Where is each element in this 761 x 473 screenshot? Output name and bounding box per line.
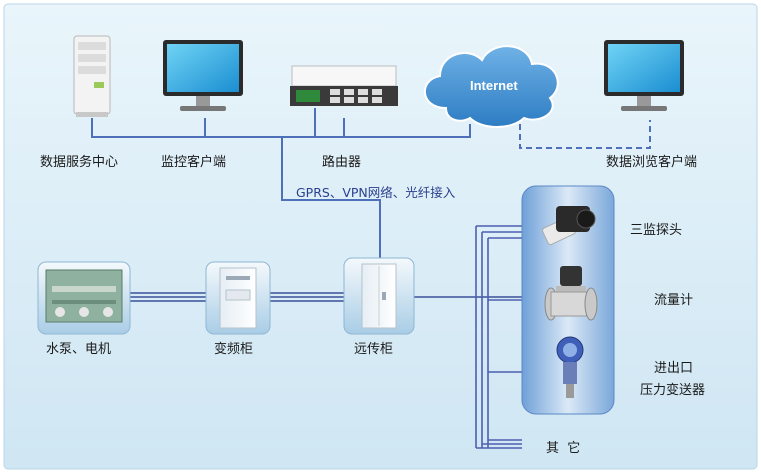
internet-cloud-icon bbox=[423, 45, 559, 128]
monitor-icon bbox=[163, 40, 243, 111]
flow-meter-label: 流量计 bbox=[654, 293, 693, 308]
three-probe-image bbox=[542, 206, 596, 246]
pressure-transmitter-image bbox=[556, 336, 584, 398]
pump-motor-image bbox=[37, 261, 131, 335]
data-center-label: 数据服务中心 bbox=[40, 154, 118, 170]
browser-client-label: 数据浏览客户端 bbox=[606, 154, 697, 170]
server-icon bbox=[73, 35, 111, 117]
sensor-bus-lines bbox=[475, 225, 528, 449]
vfd-cabinet-label: 变频柜 bbox=[214, 341, 253, 357]
internet-label: Internet bbox=[470, 78, 518, 93]
pressure-label-line2: 压力变送器 bbox=[640, 382, 705, 398]
vfd-cabinet-image bbox=[205, 261, 271, 335]
pump-motor-label: 水泵、电机 bbox=[46, 342, 111, 357]
router-icon bbox=[290, 65, 398, 106]
remote-cabinet-image bbox=[343, 257, 415, 335]
remote-cabinet-label: 远传柜 bbox=[354, 342, 393, 357]
pressure-label-line1: 进出口 bbox=[654, 361, 693, 376]
monitor-client-label: 监控客户端 bbox=[161, 154, 226, 170]
dashed-internet-link bbox=[519, 120, 651, 149]
others-label: 其 它 bbox=[546, 440, 580, 456]
top-bus-lines bbox=[91, 108, 471, 258]
three-probe-label: 三监探头 bbox=[630, 223, 682, 238]
bottom-bus-lines bbox=[130, 292, 524, 302]
browser-monitor-icon bbox=[604, 40, 684, 111]
network-link-label: GPRS、VPN网络、光纤接入 bbox=[296, 185, 456, 200]
flow-meter-image bbox=[544, 266, 598, 321]
router-label: 路由器 bbox=[322, 154, 361, 170]
